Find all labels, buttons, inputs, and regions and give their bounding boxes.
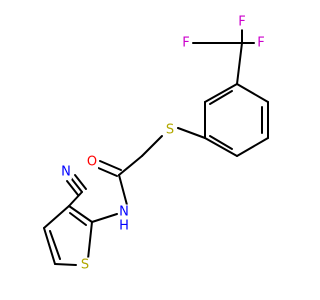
bond-ring-double-c — [209, 90, 233, 105]
atom-label-background — [164, 122, 176, 138]
atom-s-thioether: S — [166, 123, 174, 138]
bond-ring-6 — [204, 83, 238, 103]
bond-thio-4 — [54, 263, 77, 266]
bond-ring-4 — [204, 137, 238, 157]
atom-label-background — [60, 164, 72, 180]
bond-ring-1 — [236, 83, 269, 103]
atom-label-background — [118, 218, 130, 234]
bond-ring-double-b — [209, 135, 233, 150]
atom-label-background — [79, 257, 91, 273]
bond-s-ch2 — [141, 135, 163, 157]
bond-c-o-2 — [99, 160, 122, 171]
nitrile-group — [66, 174, 87, 207]
atom-f-left: F — [182, 36, 189, 51]
bond-thio-2 — [43, 205, 70, 229]
bond-cf3-ring — [236, 42, 243, 85]
benzene-ring — [204, 83, 269, 157]
atom-label-background — [237, 14, 247, 30]
bond-thio-double-a — [69, 212, 87, 226]
bond-thio-5 — [87, 221, 93, 260]
atom-h-amide: H — [119, 219, 129, 234]
bond-co-n — [118, 174, 128, 206]
atom-label-background — [256, 35, 266, 51]
thioether-linker — [141, 127, 206, 157]
bond-triple-2 — [74, 174, 87, 190]
bond-thio-3 — [43, 227, 56, 265]
thiophene-ring — [43, 205, 93, 266]
bond-thio-double-b — [49, 230, 61, 260]
bond-n-thiophene — [91, 213, 118, 223]
bond-ring-3 — [236, 137, 269, 157]
atom-f-right: F — [257, 36, 264, 51]
bond-thio-1 — [68, 205, 93, 223]
atom-o-carbonyl: O — [87, 155, 97, 170]
molecule-structure-diagram: F F F S O N H N S — [43, 14, 269, 273]
atom-n-amide: N — [119, 205, 129, 220]
atom-label-background — [85, 154, 99, 170]
bond-ring-s — [177, 127, 206, 139]
bond-triple-3 — [66, 180, 79, 196]
bond-c-o-1 — [95, 166, 118, 177]
atom-label-background — [118, 204, 130, 220]
bond-ring-cn — [68, 191, 83, 207]
bond-triple-1 — [70, 177, 83, 193]
atom-s-thiophene: S — [81, 258, 89, 273]
atom-n-nitrile: N — [61, 165, 71, 180]
atom-label-background — [181, 35, 191, 51]
amide-group — [91, 155, 143, 223]
atom-f-top: F — [238, 15, 245, 30]
bond-ch2-co — [118, 155, 143, 176]
cf3-bonds — [192, 27, 255, 85]
atom-labels: F F F S O N H N S — [60, 14, 266, 273]
